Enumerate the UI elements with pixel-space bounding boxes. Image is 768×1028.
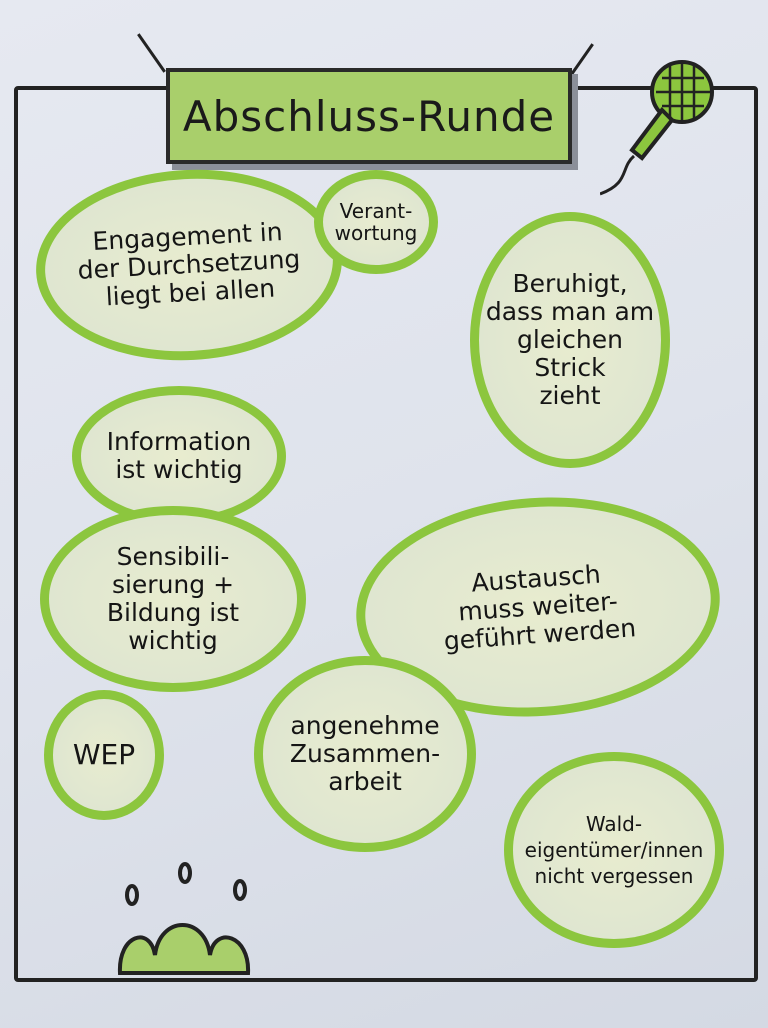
- bubble-text: nicht vergessen: [534, 864, 694, 888]
- bubble-text: ist wichtig: [115, 455, 243, 484]
- bubble-text: Strick: [534, 353, 606, 382]
- bubble-text: Verant-: [339, 199, 413, 223]
- group-people-icon: [117, 862, 251, 975]
- bubble-verantwortung: Verant-wortung: [314, 170, 438, 274]
- bubble-text: Wald-: [585, 812, 643, 836]
- bubble-text: wortung: [334, 221, 418, 245]
- bubble-text: WEP: [72, 738, 136, 771]
- page-title: Abschluss-Runde: [182, 91, 556, 141]
- bubble-text: eigentümer/innen: [524, 838, 704, 862]
- bubble-text: sierung +: [111, 570, 235, 599]
- bubble-text: gleichen: [517, 325, 623, 354]
- bubble-wep: WEP: [44, 690, 164, 820]
- bubble-text: dass man am: [485, 297, 655, 326]
- bubble-text: Zusammen-: [289, 739, 441, 768]
- microphone-icon: [600, 60, 714, 196]
- title-banner: Abschluss-Runde: [166, 68, 572, 164]
- bubble-text: zieht: [539, 381, 601, 410]
- bubble-text: Information: [106, 427, 252, 456]
- bubble-text: arbeit: [328, 767, 402, 796]
- bubble-text: Beruhigt,: [512, 269, 628, 298]
- bubble-text: angenehme: [290, 711, 440, 740]
- bubble-text: Bildung ist: [106, 598, 240, 627]
- bubble-text: wichtig: [128, 626, 218, 655]
- bubble-text: Sensibili-: [116, 542, 230, 571]
